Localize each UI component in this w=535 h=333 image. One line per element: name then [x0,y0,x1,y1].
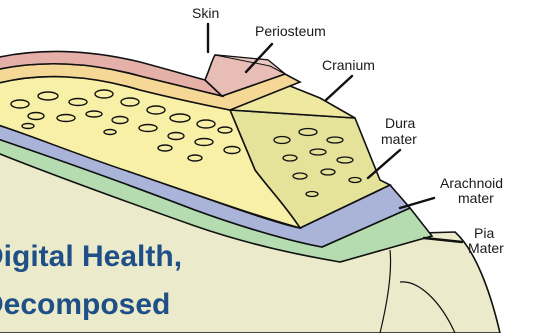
label-pia-2: Mater [468,240,504,256]
label-arachnoid-2: mater [458,190,494,206]
label-dura-2: mater [381,131,417,147]
label-periosteum: Periosteum [255,23,326,39]
overlay-title-line2: Decomposed [0,288,170,321]
cranium-leader-line [326,76,352,100]
label-dura-1: Dura [385,115,416,131]
overlay-title-line1: Digital Health, [0,240,182,273]
label-arachnoid-1: Arachnoid [440,175,503,191]
label-pia-1: Pia [474,225,494,241]
label-skin: Skin [192,5,219,21]
label-cranium: Cranium [322,57,375,73]
